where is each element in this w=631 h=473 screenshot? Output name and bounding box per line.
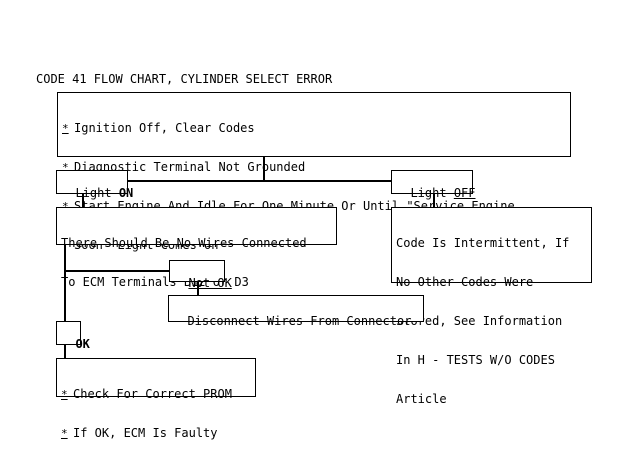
final-check-box: *Check For Correct PROM *If OK, ECM Is F…	[56, 358, 256, 440]
step-line-1: *Ignition Off, Clear Codes	[62, 121, 255, 136]
bullet-icon: *	[62, 122, 69, 135]
connector-line	[263, 157, 265, 181]
connector-line	[64, 270, 170, 272]
bullet-icon: *	[61, 427, 68, 440]
step-ignition-box: *Ignition Off, Clear Codes *Diagnostic T…	[57, 92, 571, 252]
disconnect-box: Disconnect Wires From Connector	[168, 295, 424, 328]
intermittent-box: Code Is Intermittent, If No Other Codes …	[391, 207, 592, 406]
not-ok-box: Not OK	[169, 260, 232, 290]
light-off-box: Light OFF	[391, 170, 476, 200]
wires-check-box: There Should Be No Wires Connected To EC…	[56, 207, 337, 289]
connector-line	[64, 245, 66, 321]
connector-line	[127, 180, 392, 182]
final-line-2: *If OK, ECM Is Faulty	[61, 426, 218, 441]
light-on-box: Light ON	[56, 170, 133, 200]
connector-line	[82, 194, 84, 208]
ok-box: OK	[56, 321, 90, 351]
chart-title: CODE 41 FLOW CHART, CYLINDER SELECT ERRO…	[36, 72, 333, 86]
bullet-icon: *	[62, 200, 74, 213]
final-line-1: *Check For Correct PROM	[61, 387, 232, 402]
connector-line	[197, 282, 199, 296]
bullet-icon: *	[61, 388, 68, 401]
connector-line	[433, 194, 435, 208]
connector-line	[64, 345, 66, 359]
bullet-icon: *	[62, 161, 69, 174]
step-line-2: *Diagnostic Terminal Not Grounded	[62, 160, 306, 175]
